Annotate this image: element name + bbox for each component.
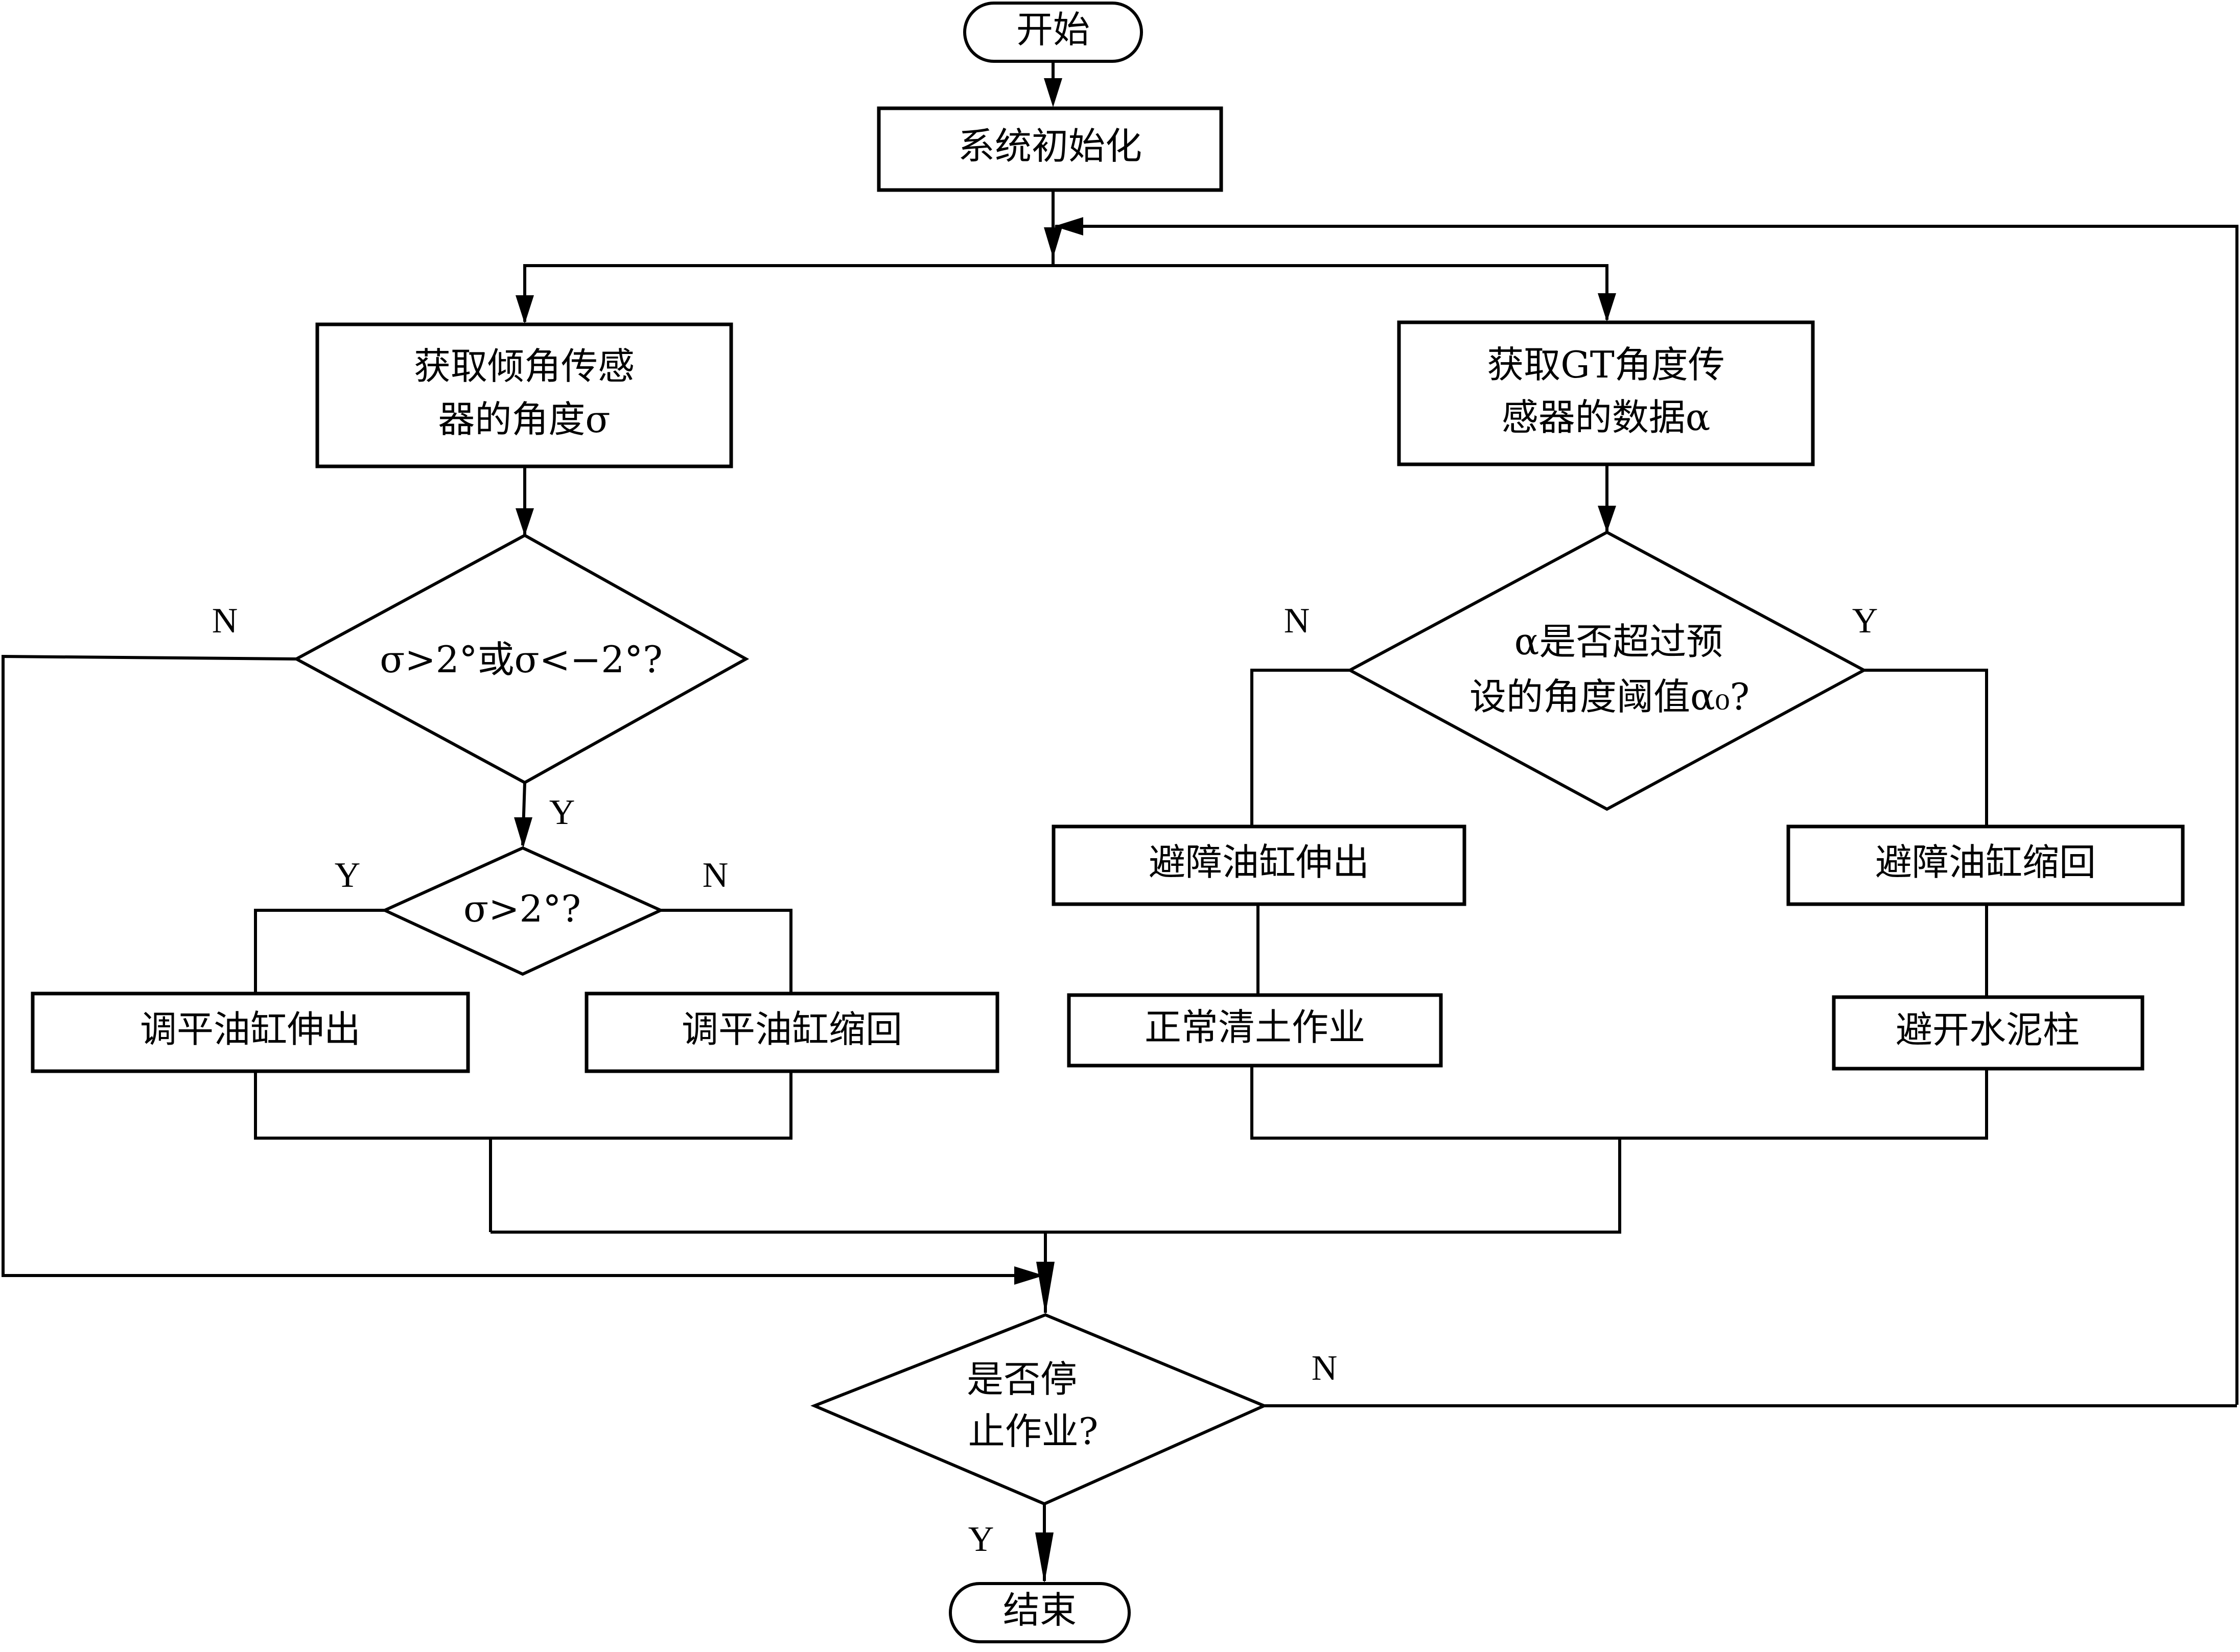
decision-alpha-label-line1: α是否超过预 xyxy=(1514,620,1723,663)
decision-alpha-label-line2: 设的角度阈值α₀? xyxy=(1469,675,1749,718)
decision-stop-work: 是否停 止作业? xyxy=(810,1313,1268,1506)
level-extend-process: 调平油缸伸出 xyxy=(31,992,470,1073)
decision-sigma-range: σ>2°或σ<−2°? xyxy=(293,533,750,785)
avoid-extend-label: 避障油缸伸出 xyxy=(1149,841,1369,884)
gt-sensor-process: 获取GT角度传 感器的数据α xyxy=(1397,320,1815,466)
level-retract-process: 调平油缸缩回 xyxy=(585,992,999,1073)
tilt-sensor-process: 获取倾角传感 器的角度σ xyxy=(315,322,733,468)
start-terminal: 开始 xyxy=(963,2,1143,63)
avoid-pillar-label: 避开水泥柱 xyxy=(1896,1008,2080,1051)
arrowhead xyxy=(1598,506,1616,532)
end-label: 结束 xyxy=(1003,1589,1077,1632)
connector-sigma-pos-no xyxy=(661,909,792,994)
end-terminal: 结束 xyxy=(949,1582,1131,1643)
connector-alpha-no xyxy=(1250,669,1350,827)
tilt-sensor-label-line2: 器的角度σ xyxy=(438,398,610,441)
gt-sensor-label-line1: 获取GT角度传 xyxy=(1487,343,1725,386)
init-label: 系统初始化 xyxy=(958,125,1142,168)
arrowhead xyxy=(1035,1532,1054,1584)
decision-sigma-positive: σ>2°? xyxy=(381,846,665,976)
connector-alpha-yes xyxy=(1864,669,1988,827)
start-label: 开始 xyxy=(1016,8,1090,51)
arrowhead xyxy=(516,508,534,536)
label-sigma-pos-no: N xyxy=(703,856,729,895)
label-stop-no: N xyxy=(1312,1349,1338,1388)
tilt-sensor-label-line1: 获取倾角传感 xyxy=(414,345,635,388)
arrowhead xyxy=(1044,227,1062,258)
arrowhead xyxy=(1054,217,1083,235)
level-retract-label: 调平油缸缩回 xyxy=(682,1008,902,1051)
init-process: 系统初始化 xyxy=(877,106,1223,192)
arrowhead xyxy=(1598,293,1616,322)
decision-stop-label-line1: 是否停 xyxy=(967,1358,1077,1401)
decision-sigma-positive-label: σ>2°? xyxy=(463,887,581,930)
label-sigma-pos-yes: Y xyxy=(335,856,361,895)
arrowhead xyxy=(1044,78,1062,107)
label-sigma-range-yes: Y xyxy=(549,793,575,832)
connector-avoid-merge-down xyxy=(491,1138,1621,1234)
label-stop-yes: Y xyxy=(968,1520,994,1559)
avoid-extend-process: 避障油缸伸出 xyxy=(1052,824,1466,906)
connector-loop-back xyxy=(1055,225,2238,1405)
decision-stop-label-line2: 止作业? xyxy=(968,1410,1099,1453)
connector-avoid-merge xyxy=(1250,1066,1988,1140)
label-alpha-no: N xyxy=(1284,601,1310,641)
decision-sigma-range-label: σ>2°或σ<−2°? xyxy=(380,638,663,681)
normal-work-process: 正常清土作业 xyxy=(1067,993,1443,1068)
avoid-retract-label: 避障油缸缩回 xyxy=(1875,841,2096,884)
avoid-retract-process: 避障油缸缩回 xyxy=(1786,824,2185,906)
connector-level-merge xyxy=(254,1071,792,1140)
label-sigma-range-no: N xyxy=(212,601,238,641)
normal-work-label: 正常清土作业 xyxy=(1145,1006,1365,1049)
connector-sigma-range-no xyxy=(1,654,1042,1277)
connector-sigma-pos-yes xyxy=(254,909,385,994)
level-extend-label: 调平油缸伸出 xyxy=(140,1008,361,1051)
arrowhead xyxy=(516,295,534,324)
avoid-pillar-process: 避开水泥柱 xyxy=(1832,995,2144,1071)
label-alpha-yes: Y xyxy=(1852,601,1878,641)
arrowhead xyxy=(514,817,532,848)
decision-alpha-threshold: α是否超过预 设的角度阈值α₀? xyxy=(1346,530,1868,811)
arrowhead xyxy=(1036,1262,1055,1315)
arrowhead xyxy=(1014,1266,1044,1285)
gt-sensor-label-line2: 感器的数据α xyxy=(1502,396,1711,439)
